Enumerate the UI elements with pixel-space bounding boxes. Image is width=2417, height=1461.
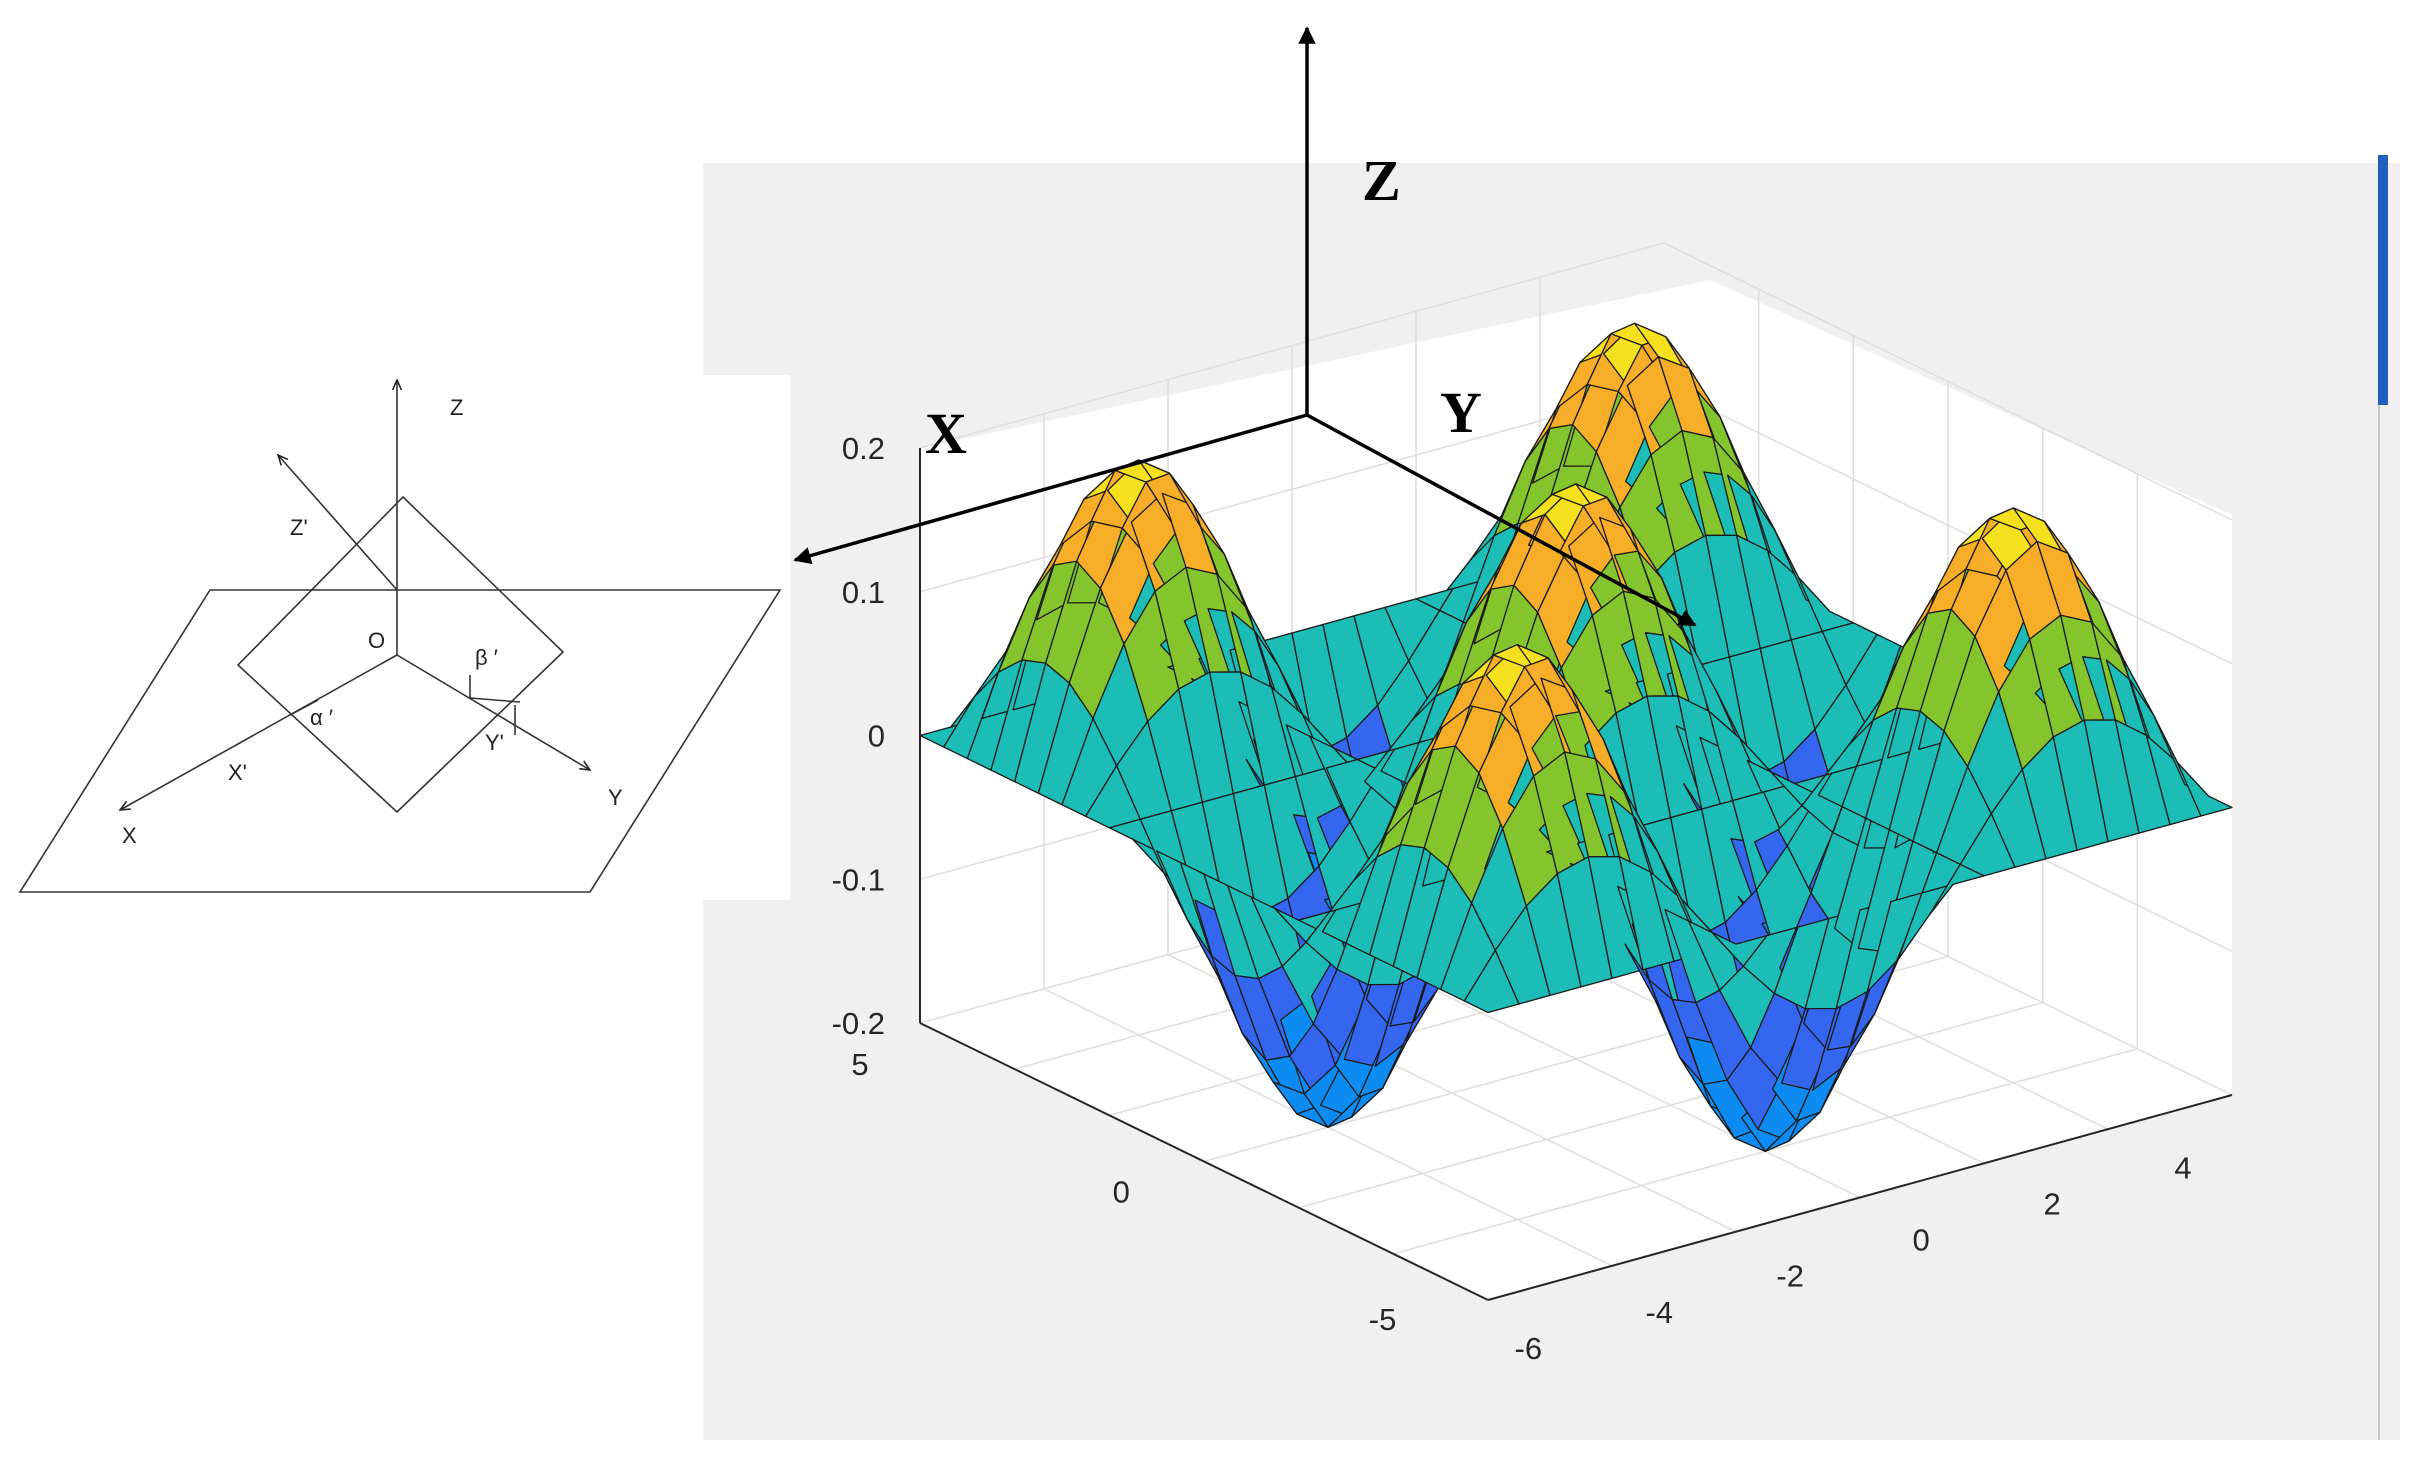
left-axis-tick-labels: 5 0 -5	[851, 1047, 1396, 1337]
right-axis-tick-labels: -6 -4 -2 0 2 4	[1515, 1150, 2192, 1365]
big-y-arrow	[1306, 413, 1697, 627]
sketch-alpha-mark	[289, 699, 319, 716]
left-axis-tick-label: 0	[1113, 1174, 1130, 1209]
right-axis-line	[1487, 1094, 2233, 1301]
z-tick-label: 0.2	[842, 431, 885, 466]
sketch-z-label: Z	[450, 395, 463, 420]
big-x-arrow	[793, 413, 1308, 565]
window-scrollbar[interactable]	[2378, 155, 2388, 405]
z-tick-label: -0.2	[832, 1006, 885, 1041]
big-x-label: X	[925, 401, 967, 466]
sketch-beta-label: β ′	[475, 645, 498, 670]
tilted-plane	[236, 495, 565, 814]
right-axis-tick-label: 2	[2043, 1187, 2060, 1222]
z-tick-labels: 0.2 0.1 0 -0.1 -0.2	[832, 431, 885, 1041]
sketch-x-label: X	[122, 823, 137, 848]
right-axis-tick-label: -6	[1515, 1331, 1543, 1366]
left-axis-line	[919, 1022, 1489, 1301]
sketch-z-prime-axis	[278, 455, 398, 591]
z-tick-label: 0.1	[842, 575, 885, 610]
big-y-label: Y	[1440, 380, 1482, 445]
sketch-alpha-label: α ′	[310, 705, 333, 730]
sketch-x-axis	[120, 654, 398, 810]
right-axis-tick-label: -2	[1776, 1259, 1804, 1294]
right-axis-tick-label: -4	[1645, 1295, 1673, 1330]
sketch-y-prime-line	[469, 697, 521, 703]
surface-plot	[919, 322, 2233, 1152]
surface-patch	[2176, 761, 2233, 817]
z-tick-label: 0	[868, 719, 885, 754]
ground-plane	[18, 589, 782, 893]
sketch-x-prime-label: X'	[228, 760, 247, 785]
sketch-z-prime-label: Z'	[290, 515, 308, 540]
sketch-y-axis	[396, 654, 590, 770]
big-coordinate-frame: Z X Y	[793, 26, 1697, 627]
big-z-label: Z	[1362, 148, 1401, 213]
right-axis-tick-label: 4	[2174, 1150, 2191, 1185]
right-axis-tick-label: 0	[1913, 1223, 1930, 1258]
window-edge	[2378, 405, 2380, 1440]
plane-sketch: Z Z' O β ′ α ′ Y' X' Y X	[18, 380, 782, 893]
z-tick-label: -0.1	[832, 862, 885, 897]
sketch-origin-label: O	[368, 628, 385, 653]
sketch-y-prime-label: Y'	[485, 730, 504, 755]
left-axis-tick-label: 5	[851, 1047, 868, 1082]
sketch-y-label: Y	[608, 785, 623, 810]
left-axis-tick-label: -5	[1369, 1302, 1397, 1337]
